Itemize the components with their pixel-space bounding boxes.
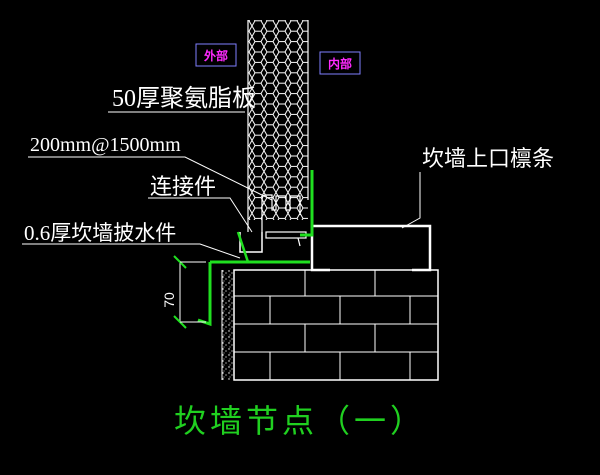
flashing-piece — [197, 170, 314, 327]
connector-piece — [239, 231, 307, 253]
block-wall — [221, 269, 439, 381]
purlin-label: 坎墙上口檩条 — [422, 146, 554, 171]
panel-label: 50厚聚氨脂板 — [112, 85, 256, 112]
inside-tag: 内部 — [319, 51, 361, 75]
polyurethane-panel — [247, 20, 309, 232]
spacing-label: 200mm@1500mm — [30, 134, 181, 156]
dimension-value: 70 — [161, 292, 177, 308]
inside-tag-text: 内部 — [328, 56, 352, 71]
dimension-70: 70 — [161, 255, 206, 329]
outside-tag-text: 外部 — [204, 48, 228, 63]
purlin-c-channel — [310, 216, 432, 272]
leader-lines — [22, 111, 421, 259]
flashing-label: 0.6厚坎墙披水件 — [24, 221, 176, 245]
outside-tag: 外部 — [195, 43, 237, 67]
connector-label: 连接件 — [150, 174, 216, 199]
drawing-title: 坎墙节点（一） — [174, 402, 426, 440]
